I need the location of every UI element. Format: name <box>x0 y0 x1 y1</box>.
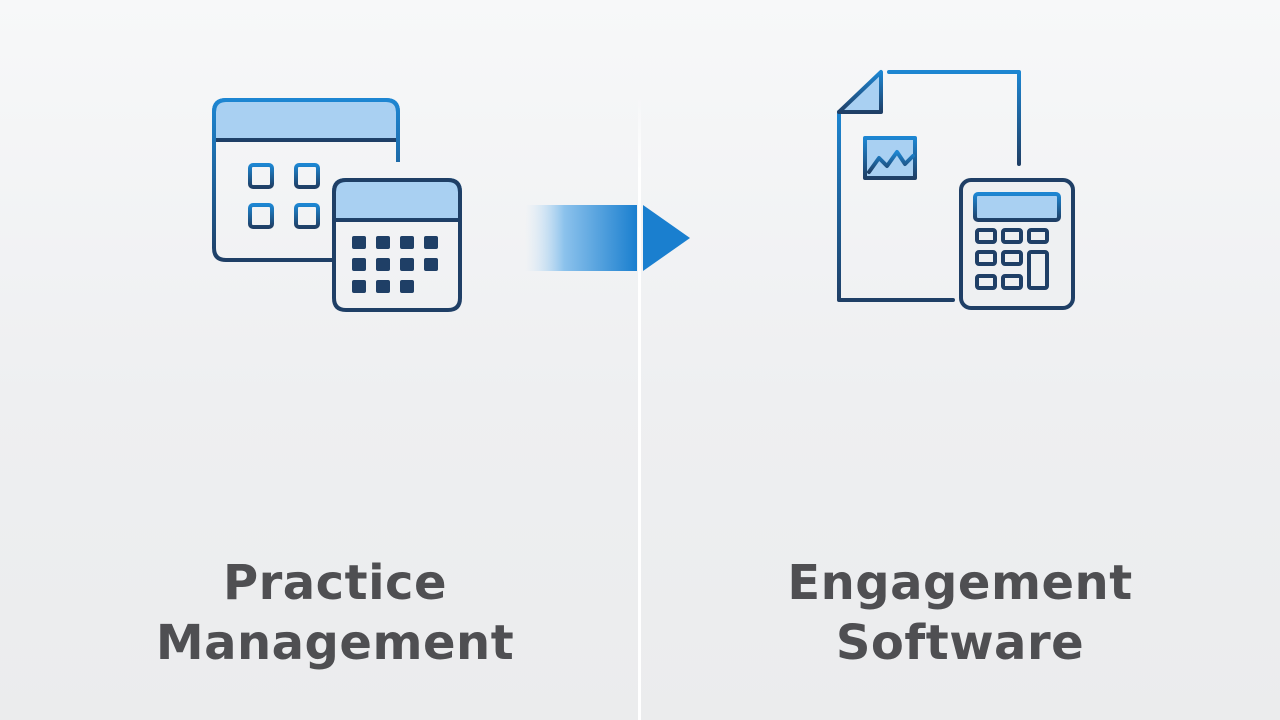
engagement-software-label: Engagement Software <box>700 553 1220 673</box>
label-line-2: Software <box>835 615 1085 671</box>
label-line-2: Management <box>155 615 515 671</box>
document-calculator-icon <box>837 70 1075 310</box>
practice-management-label: Practice Management <box>80 553 590 673</box>
center-divider <box>638 95 641 720</box>
label-line-1: Engagement <box>787 555 1133 611</box>
label-line-1: Practice <box>222 555 448 611</box>
arrow-right-icon <box>525 205 690 271</box>
calendar-icon <box>212 82 462 312</box>
